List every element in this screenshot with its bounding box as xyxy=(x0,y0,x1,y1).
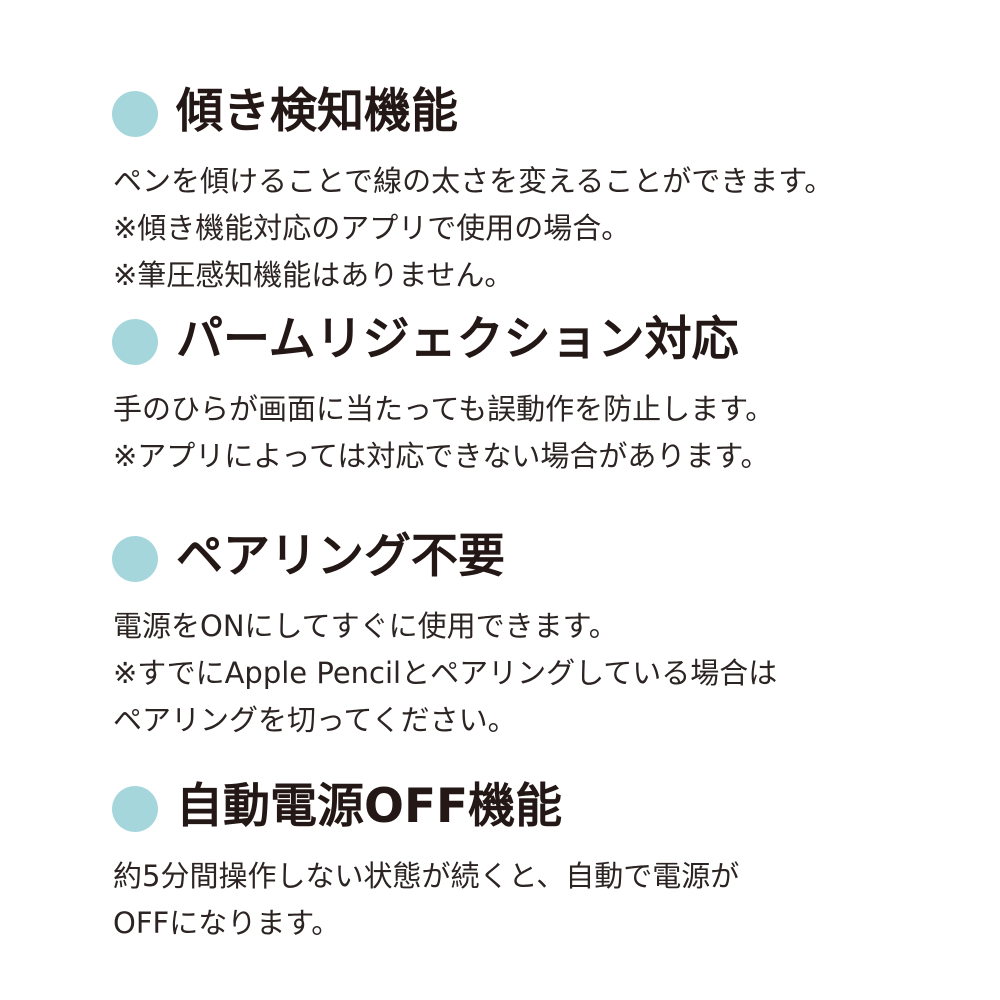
feature-auto-power-off: 自動電源OFF機能 約5分間操作しない状態が続くと、自動で電源が OFFになりま… xyxy=(0,771,1000,940)
feature-title: ペアリング不要 xyxy=(176,529,505,584)
feature-header: ペアリング不要 xyxy=(0,521,1000,591)
circle-bullet-icon xyxy=(112,319,158,365)
feature-description: 約5分間操作しない状態が続くと、自動で電源が OFFになります。 xyxy=(113,853,739,947)
description-line: ※アプリによっては対応できない場合があります。 xyxy=(113,439,770,473)
feature-no-pairing: ペアリング不要 電源をONにしてすぐに使用できます。 ※すでにApple Pen… xyxy=(0,521,1000,737)
feature-title: 自動電源OFF機能 xyxy=(176,779,563,834)
feature-tilt-detection: 傾き検知機能 ペンを傾けることで線の太さを変えることができます。 ※傾き機能対応… xyxy=(0,76,1000,292)
description-line: ※すでにApple Pencilとペアリングしている場合は xyxy=(113,656,778,690)
feature-description: 手のひらが画面に当たっても誤動作を防止します。 ※アプリによっては対応できない場… xyxy=(113,386,774,480)
description-line: 電源をONにしてすぐに使用できます。 xyxy=(113,609,618,643)
feature-description: ペンを傾けることで線の太さを変えることができます。 ※傾き機能対応のアプリで使用… xyxy=(113,158,833,299)
description-line: ペアリングを切ってください。 xyxy=(113,703,517,737)
feature-description: 電源をONにしてすぐに使用できます。 ※すでにApple Pencilとペアリン… xyxy=(113,603,777,744)
feature-header: 傾き検知機能 xyxy=(0,76,1000,146)
circle-bullet-icon xyxy=(112,91,158,137)
circle-bullet-icon xyxy=(112,536,158,582)
feature-palm-rejection: パームリジェクション対応 手のひらが画面に当たっても誤動作を防止します。 ※アプ… xyxy=(0,304,1000,473)
feature-title: パームリジェクション対応 xyxy=(176,312,739,367)
feature-title: 傾き検知機能 xyxy=(176,84,458,139)
description-line: 約5分間操作しない状態が続くと、自動で電源が xyxy=(113,859,740,893)
description-line: 手のひらが画面に当たっても誤動作を防止します。 xyxy=(113,392,775,426)
description-line: OFFになります。 xyxy=(113,906,341,940)
description-line: ※傾き機能対応のアプリで使用の場合。 xyxy=(113,211,631,245)
feature-header: 自動電源OFF機能 xyxy=(0,771,1000,841)
feature-header: パームリジェクション対応 xyxy=(0,304,1000,374)
description-line: ペンを傾けることで線の太さを変えることができます。 xyxy=(113,164,834,198)
circle-bullet-icon xyxy=(112,786,158,832)
description-line: ※筆圧感知機能はありません。 xyxy=(113,258,514,292)
